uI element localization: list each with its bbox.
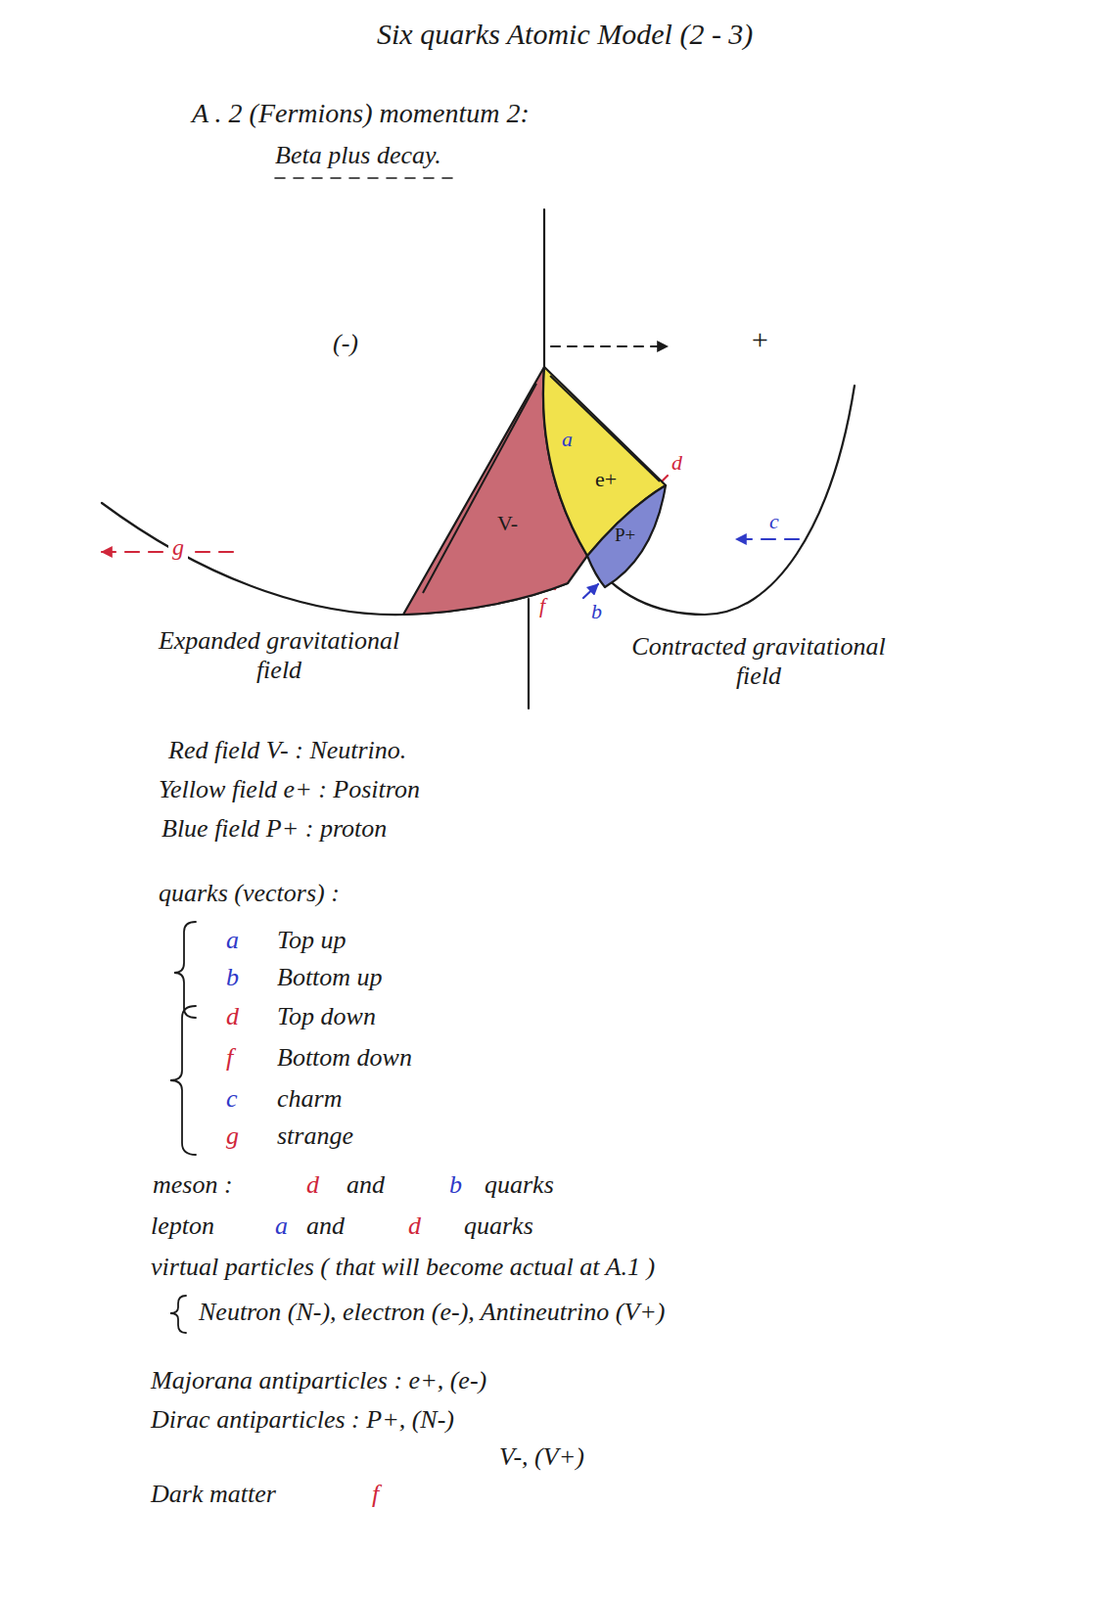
subtitle: A . 2 (Fermions) momentum 2: <box>191 97 530 130</box>
note-text: Dirac antiparticles : P+, (N-) <box>150 1405 455 1435</box>
quark-letter: d <box>306 1170 320 1201</box>
quark-name: Bottom up <box>277 963 383 993</box>
note-text: V-, (V+) <box>499 1442 585 1473</box>
particle-label: P+ <box>614 524 636 547</box>
quark-label: d <box>671 450 683 475</box>
sign-label: (-) <box>332 328 359 359</box>
quark-letter: d <box>408 1211 421 1242</box>
bracket <box>170 1006 196 1156</box>
field-caption: Contracted gravitational field <box>616 632 901 692</box>
proton-field: P+ <box>587 485 666 588</box>
quark-name: Top down <box>277 1002 376 1032</box>
note-text: quarks <box>463 1211 534 1242</box>
note-text: meson : <box>152 1170 233 1201</box>
quark-letter: a <box>275 1211 288 1242</box>
legend-note: Yellow field e+ : Positron <box>158 775 420 805</box>
subtitle: Beta plus decay. <box>275 140 442 171</box>
vertical-axis <box>527 599 530 709</box>
particle-label: V- <box>497 510 518 536</box>
quark-label: g <box>168 534 188 562</box>
quark-letter: a <box>226 925 239 956</box>
quark-name: charm <box>277 1084 342 1114</box>
note-text: virtual particles ( that will become act… <box>150 1252 655 1283</box>
page-title: Six quarks Atomic Model (2 - 3) <box>376 17 753 52</box>
quark-vector <box>101 551 233 554</box>
note-text: and <box>306 1211 345 1242</box>
quark-letter: c <box>226 1084 238 1114</box>
note-text: lepton <box>150 1211 215 1242</box>
quark-vector <box>736 538 799 541</box>
quark-letter: d <box>226 1002 239 1032</box>
quark-name: strange <box>277 1121 354 1152</box>
quark-name: Bottom down <box>277 1043 413 1073</box>
direction-arrow <box>551 345 668 348</box>
note-text: quarks <box>484 1170 555 1201</box>
note-text: and <box>346 1170 385 1201</box>
field-line <box>550 375 660 482</box>
particle-label: e+ <box>595 466 617 492</box>
quark-letter: f <box>226 1043 233 1073</box>
sign-label: + <box>749 323 770 358</box>
list-heading: quarks (vectors) : <box>158 878 340 909</box>
field-caption: Expanded gravitational field <box>156 626 402 686</box>
quark-name: Top up <box>277 925 347 956</box>
note-text: Dark matter <box>150 1479 277 1510</box>
quark-letter: b <box>449 1170 463 1201</box>
legend-note: Red field V- : Neutrino. <box>168 736 407 766</box>
bracket <box>170 1295 186 1334</box>
quark-vector <box>583 584 599 599</box>
dashed-underline <box>275 177 461 180</box>
quark-letter: f <box>371 1479 379 1510</box>
quark-letter: g <box>226 1121 239 1152</box>
quark-label: c <box>769 508 780 534</box>
vertical-axis <box>543 209 546 368</box>
note-text: Neutron (N-), electron (e-), Antineutrin… <box>198 1297 666 1328</box>
quark-label: a <box>561 426 573 452</box>
bracket <box>174 922 196 1018</box>
quark-letter: b <box>226 963 239 993</box>
note-text: Majorana antiparticles : e+, (e-) <box>150 1366 487 1396</box>
field-line <box>422 383 537 594</box>
field-outline <box>587 485 666 588</box>
legend-note: Blue field P+ : proton <box>161 814 387 844</box>
quark-label: f <box>539 593 546 618</box>
quark-label: b <box>591 599 602 624</box>
